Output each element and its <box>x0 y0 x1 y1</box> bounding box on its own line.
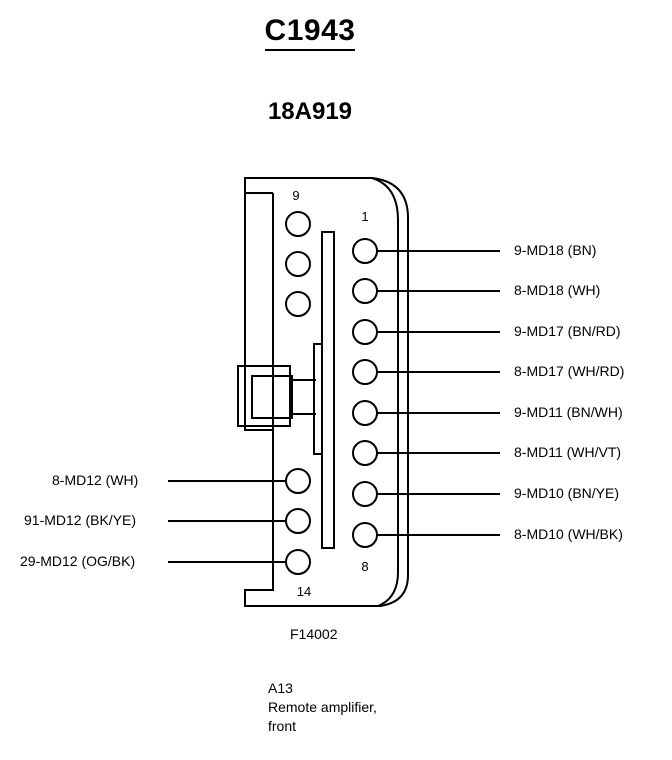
locking-tab <box>237 365 291 427</box>
wire-label: 91-MD12 (BK/YE) <box>24 512 137 528</box>
wire-label: 9-MD18 (BN) <box>514 242 597 258</box>
wire-label: 8-MD17 (WH/RD) <box>514 363 625 379</box>
pin-label-1: 1 <box>361 209 368 224</box>
part-number: 18A919 <box>267 98 353 125</box>
wire-label: 29-MD12 (OG/BK) <box>20 553 136 569</box>
cavity-12 <box>285 468 311 494</box>
cavity-3 <box>352 319 378 345</box>
wire-label: 9-MD11 (BN/WH) <box>514 404 623 420</box>
figure-code: F14002 <box>290 626 338 642</box>
cavity-10 <box>285 251 311 277</box>
wire-label: 8-MD18 (WH) <box>514 282 601 298</box>
center-key-step <box>313 343 323 455</box>
caption: A13 Remote amplifier, front <box>268 679 377 736</box>
cavity-4 <box>352 359 378 385</box>
caption-line-1: Remote amplifier, <box>268 699 377 715</box>
cavity-2 <box>352 278 378 304</box>
center-key-rib <box>321 231 335 549</box>
connector-id: C1943 <box>264 14 356 51</box>
cavity-7 <box>352 481 378 507</box>
connector-housing <box>244 177 409 607</box>
cavity-14 <box>285 549 311 575</box>
cavity-11 <box>285 291 311 317</box>
connector-title: C1943 <box>0 14 620 51</box>
cavity-6 <box>352 440 378 466</box>
cavity-8 <box>352 522 378 548</box>
cavity-13 <box>285 508 311 534</box>
pin-label-8: 8 <box>361 559 368 574</box>
pin-label-9: 9 <box>292 188 299 203</box>
locking-tab-inner <box>251 375 293 419</box>
caption-line-2: front <box>268 718 297 734</box>
wire-label: 9-MD17 (BN/RD) <box>514 323 621 339</box>
wire-label: 9-MD10 (BN/YE) <box>514 485 620 501</box>
housing-right-edge <box>371 177 399 607</box>
wire-label: 8-MD12 (WH) <box>52 472 139 488</box>
wire-label: 8-MD10 (WH/BK) <box>514 526 623 542</box>
cavity-1 <box>352 238 378 264</box>
cavity-9 <box>285 211 311 237</box>
pin-label-14: 14 <box>297 584 311 599</box>
cavity-5 <box>352 400 378 426</box>
wire-label: 8-MD11 (WH/VT) <box>514 444 622 460</box>
caption-ref: A13 <box>268 680 293 696</box>
